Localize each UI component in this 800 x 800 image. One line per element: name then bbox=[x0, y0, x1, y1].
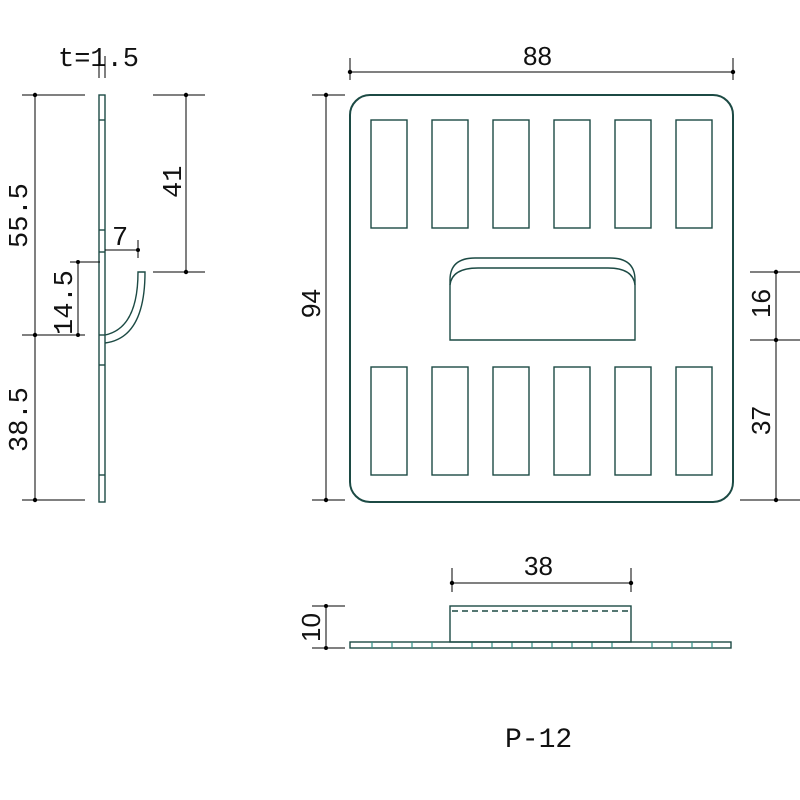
lower-slots bbox=[370, 366, 713, 476]
slot bbox=[492, 366, 530, 476]
dim-10-label: 10 bbox=[296, 613, 326, 642]
slot bbox=[370, 119, 408, 229]
bottom-plate bbox=[349, 641, 732, 649]
slot bbox=[431, 366, 469, 476]
dim-94-label: 94 bbox=[296, 289, 326, 318]
dim-16-label: 16 bbox=[746, 289, 776, 318]
dim-37-label: 37 bbox=[746, 406, 776, 435]
slot bbox=[553, 366, 591, 476]
slot bbox=[553, 119, 591, 229]
part-number-label: P-12 bbox=[505, 725, 572, 756]
slot bbox=[492, 119, 530, 229]
dim-38-5-label: 38.5 bbox=[6, 387, 36, 452]
front-plate bbox=[349, 94, 734, 503]
hook-opening bbox=[449, 257, 636, 341]
dim-7-label: 7 bbox=[112, 224, 128, 254]
dim-14-5-label: 14.5 bbox=[51, 270, 81, 335]
upper-slots bbox=[370, 119, 713, 229]
slot bbox=[370, 366, 408, 476]
dim-55-5-label: 55.5 bbox=[6, 183, 36, 248]
dim-88-label: 88 bbox=[523, 41, 552, 71]
bottom-hook bbox=[449, 605, 632, 643]
slot bbox=[614, 119, 652, 229]
side-hook bbox=[104, 271, 146, 344]
bottom-view: 38 10 bbox=[296, 551, 732, 650]
slot bbox=[675, 366, 713, 476]
slot bbox=[614, 366, 652, 476]
slot bbox=[431, 119, 469, 229]
slot bbox=[675, 119, 713, 229]
side-plate bbox=[98, 94, 106, 503]
front-view: 88 94 16 37 bbox=[296, 41, 800, 503]
dim-41-label: 41 bbox=[160, 166, 190, 198]
side-view: t=1.5 55.5 38.5 14.5 7 41 bbox=[6, 45, 205, 503]
dim-38-label: 38 bbox=[524, 551, 553, 581]
